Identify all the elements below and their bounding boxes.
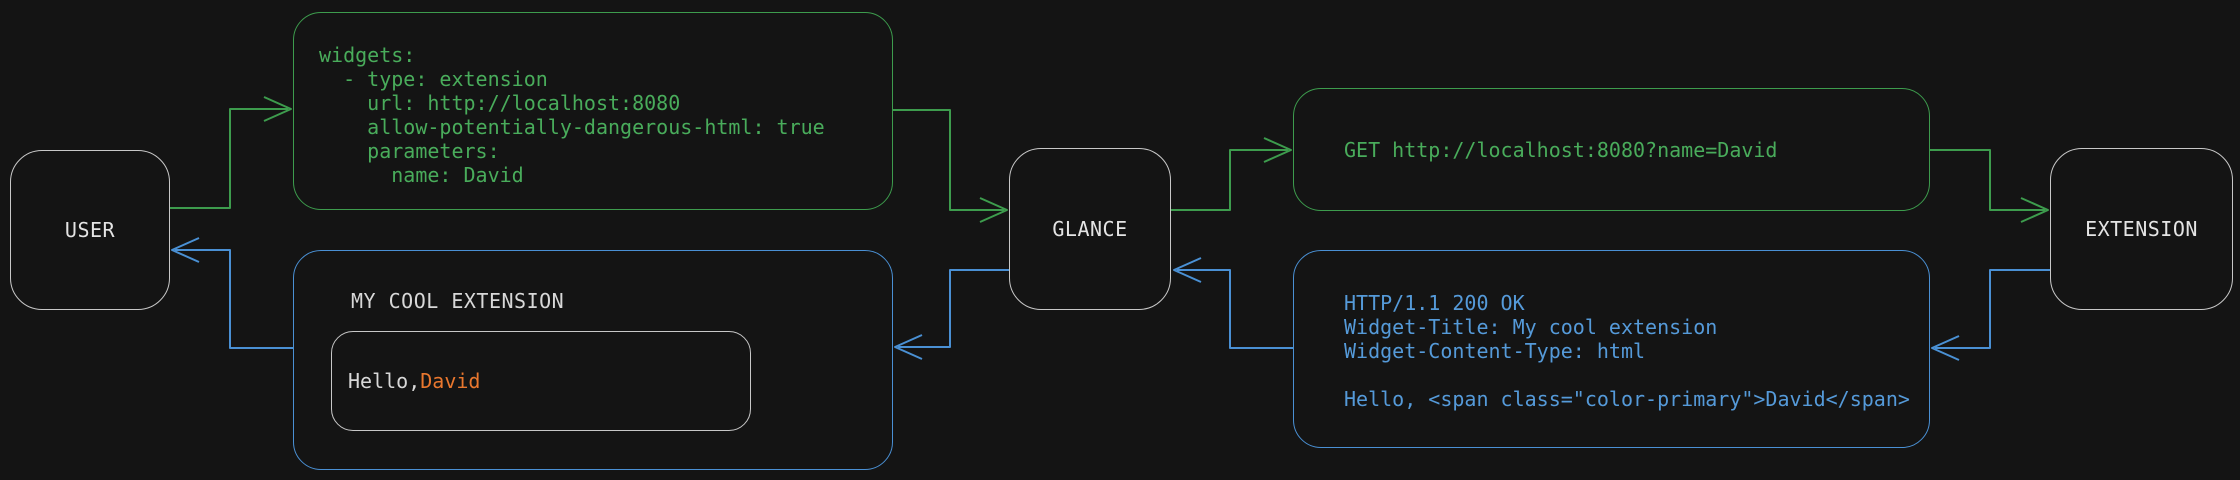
arrow-head [979, 197, 1008, 223]
arrow-head [2020, 197, 2049, 223]
node-glance: GLANCE [1009, 148, 1171, 310]
config-code: widgets: - type: extension url: http://l… [319, 43, 825, 187]
arrow-line [1930, 149, 2045, 211]
arrow-line [1171, 149, 1288, 211]
arrow-line [1177, 269, 1293, 349]
request-code: GET http://localhost:8080?name=David [1344, 137, 1778, 162]
http-response-box: HTTP/1.1 200 OK Widget-Title: My cool ex… [1293, 250, 1930, 448]
arrow-glance-to-request [1171, 137, 1292, 211]
arrow-glance-to-widget [894, 269, 1009, 360]
arrow-config-to-glance [893, 109, 1008, 223]
arrow-user-to-config [170, 96, 292, 209]
arrow-head [1173, 257, 1202, 283]
node-user-label: USER [64, 218, 116, 242]
response-code: HTTP/1.1 200 OK Widget-Title: My cool ex… [1344, 291, 1910, 411]
arrow-head [894, 334, 923, 360]
arrow-head [263, 96, 292, 122]
arrow-head [1931, 335, 1960, 361]
node-user: USER [10, 150, 170, 310]
arrow-head [171, 237, 200, 263]
arrow-extension-to-response [1931, 269, 2050, 361]
greeting-name: David [420, 369, 481, 393]
arrow-request-to-extension [1930, 149, 2049, 223]
widget-rendered-output: Hello, David [331, 331, 751, 431]
arrow-widget-to-user [171, 237, 293, 349]
arrow-head [1263, 137, 1292, 163]
arrow-line [893, 109, 1004, 211]
node-extension: EXTENSION [2050, 148, 2233, 310]
arrow-response-to-glance [1173, 257, 1293, 349]
arrow-line [898, 269, 1009, 348]
node-glance-label: GLANCE [1052, 217, 1128, 241]
node-extension-label: EXTENSION [2085, 217, 2198, 241]
arrow-line [170, 108, 288, 209]
http-request-box: GET http://localhost:8080?name=David [1293, 88, 1930, 211]
config-yaml-box: widgets: - type: extension url: http://l… [293, 12, 893, 210]
widget-preview-box: MY COOL EXTENSION Hello, David [293, 250, 893, 470]
arrow-line [1935, 269, 2050, 349]
greeting-prefix: Hello, [348, 369, 421, 393]
widget-title: MY COOL EXTENSION [351, 289, 565, 313]
arrow-line [175, 249, 293, 349]
